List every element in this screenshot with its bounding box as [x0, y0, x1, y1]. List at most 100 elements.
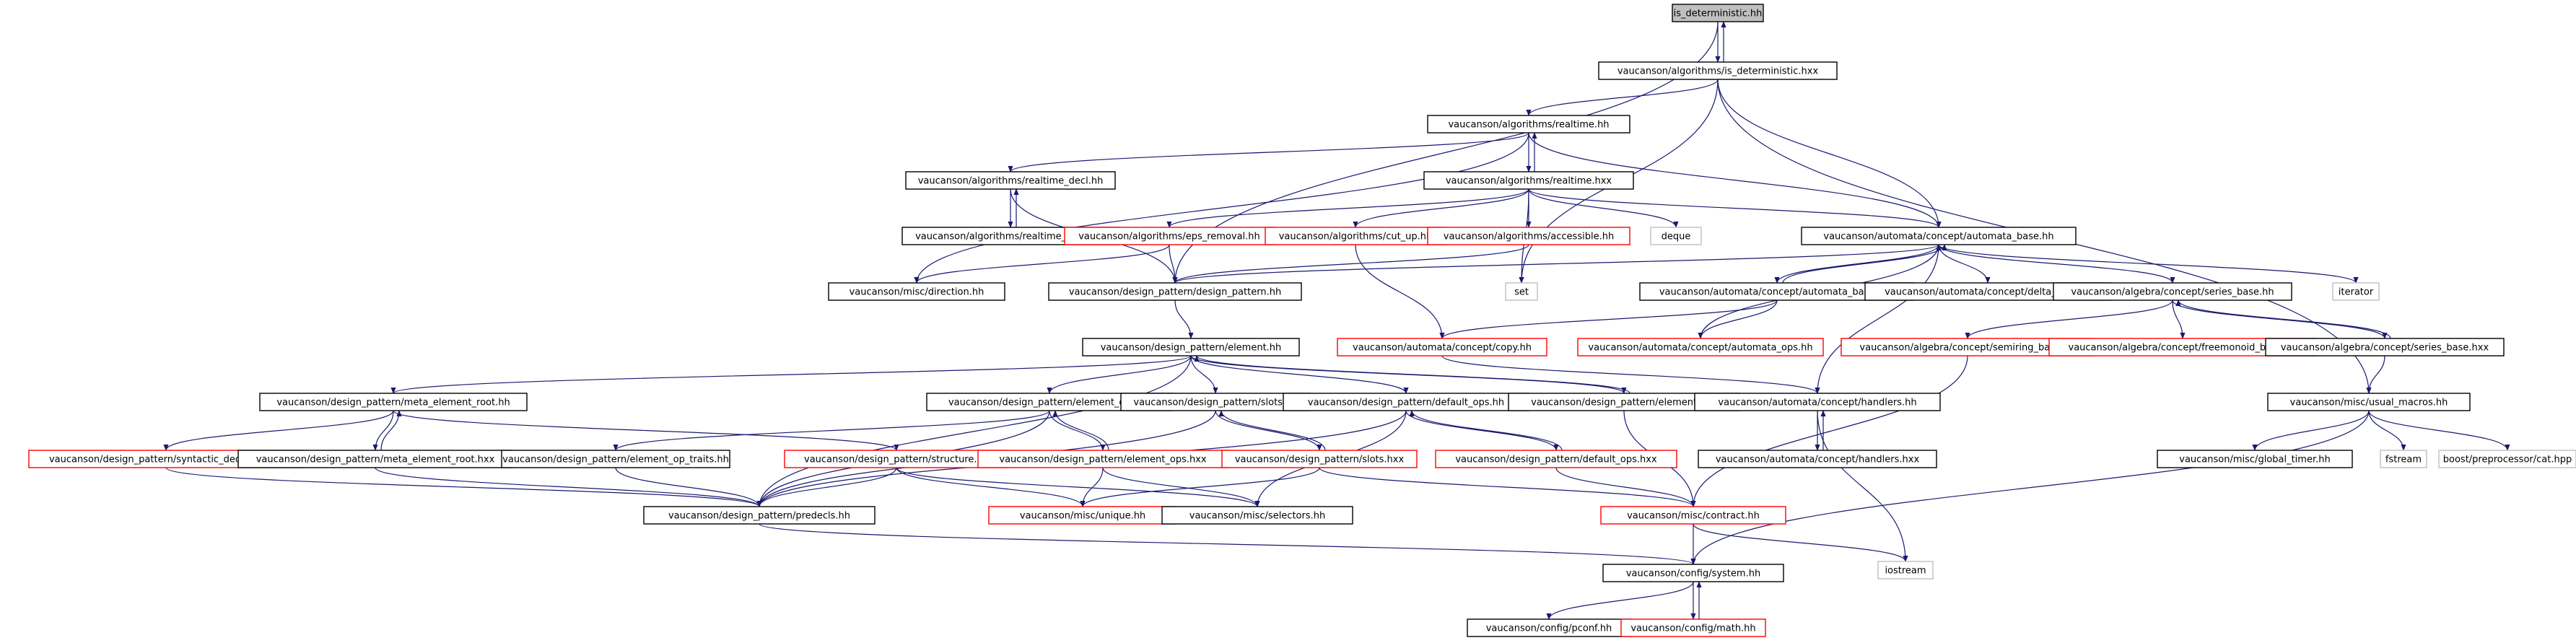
edge-automata-base-hh-to-handlers-hh — [1815, 244, 1939, 394]
graph-node-contract[interactable]: vaucanson/misc/contract.hh — [1600, 506, 1786, 525]
graph-node-set: set — [1505, 282, 1538, 301]
graph-node-system[interactable]: vaucanson/config/system.hh — [1602, 564, 1784, 582]
graph-node-slots-hxx[interactable]: vaucanson/design_pattern/slots.hxx — [1221, 450, 1418, 468]
node-box — [2265, 338, 2505, 357]
edge-automata-base-hxx-to-automata-ops — [1698, 299, 1778, 339]
graph-node-default-ops-hh[interactable]: vaucanson/design_pattern/default_ops.hh — [1283, 393, 1529, 411]
graph-node-math[interactable]: vaucanson/config/math.hh — [1620, 618, 1766, 637]
graph-node-usual-macros[interactable]: vaucanson/misc/usual_macros.hh — [2267, 393, 2471, 411]
graph-node-realtime-hh[interactable]: vaucanson/algorithms/realtime.hh — [1427, 115, 1630, 134]
node-label: vaucanson/automata/concept/handlers.hxx — [1716, 455, 1920, 465]
node-box — [1698, 450, 1937, 468]
node-label: vaucanson/design_pattern/default_ops.hxx — [1455, 455, 1657, 465]
edge-usual-macros-to-fstream — [2368, 410, 2406, 451]
edge-realtime-hxx-to-deque — [1528, 188, 1679, 228]
node-box — [784, 450, 1009, 468]
graph-node-pconf[interactable]: vaucanson/config/pconf.hh — [1467, 618, 1631, 637]
node-label: vaucanson/design_pattern/element_ops.hh — [948, 398, 1151, 408]
node-box — [2438, 450, 2576, 468]
graph-node-root[interactable]: is_deterministic.hh — [1672, 4, 1764, 22]
graph-node-handlers-hh[interactable]: vaucanson/automata/concept/handlers.hh — [1694, 393, 1941, 411]
edge-isdet-hxx-to-realtime-hh — [1526, 79, 1719, 116]
node-box — [905, 171, 1116, 190]
graph-node-realtime-decl-hh[interactable]: vaucanson/algorithms/realtime_decl.hh — [905, 171, 1116, 190]
edge-meta-root-hxx-to-predecls — [375, 467, 762, 507]
node-label: vaucanson/algorithms/realtime_decl.hxx — [915, 232, 1106, 242]
edge-automata-base-hh-to-series-base-hh — [1938, 244, 2175, 284]
node-label: deque — [1662, 232, 1691, 242]
graph-node-automata-base-hh[interactable]: vaucanson/automata/concept/automata_base… — [1801, 227, 2077, 245]
node-box — [1620, 618, 1766, 637]
node-label: vaucanson/misc/global_timer.hh — [2179, 455, 2330, 465]
graph-node-automata-ops[interactable]: vaucanson/automata/concept/automata_ops.… — [1577, 338, 1824, 357]
node-label: is_deterministic.hh — [1674, 9, 1763, 19]
edge-series-base-hh-to-semiring-base — [1965, 299, 2173, 339]
node-label: vaucanson/misc/unique.hh — [1020, 511, 1145, 522]
graph-node-series-base-hxx[interactable]: vaucanson/algebra/concept/series_base.hx… — [2265, 338, 2505, 357]
graph-node-default-ops-hxx[interactable]: vaucanson/design_pattern/default_ops.hxx — [1435, 450, 1677, 468]
node-label: vaucanson/design_pattern/slots.hxx — [1235, 455, 1405, 465]
node-label: vaucanson/config/pconf.hh — [1486, 624, 1612, 634]
node-label: vaucanson/design_pattern/meta_element_ro… — [276, 398, 510, 408]
node-box — [1801, 227, 2077, 245]
graph-node-meta-root-hxx[interactable]: vaucanson/design_pattern/meta_element_ro… — [237, 450, 513, 468]
edge-automata-base-hxx-to-automata-base-hh — [1782, 244, 1947, 284]
edge-element-ops-hh-to-elem-op-traits — [613, 410, 1050, 451]
node-label: vaucanson/design_pattern/element.hxx — [1531, 398, 1717, 408]
edge-usual-macros-to-system — [1690, 410, 2370, 565]
node-box — [1082, 338, 1300, 357]
graph-node-iostream: iostream — [1877, 561, 1934, 579]
node-label: vaucanson/design_pattern/element_op_trai… — [502, 455, 729, 465]
edge-elem-op-traits-to-predecls — [615, 467, 762, 507]
node-label: iostream — [1885, 566, 1926, 577]
node-label: vaucanson/config/math.hh — [1630, 624, 1755, 634]
edge-structure-to-unique — [896, 467, 1086, 507]
graph-node-design-pattern-hh[interactable]: vaucanson/design_pattern/design_pattern.… — [1048, 282, 1302, 301]
graph-node-eps-removal[interactable]: vaucanson/algorithms/eps_removal.hh — [1064, 227, 1275, 245]
graph-node-deque: deque — [1650, 227, 1702, 245]
node-box — [1064, 227, 1275, 245]
graph-node-accessible[interactable]: vaucanson/algorithms/accessible.hh — [1427, 227, 1630, 245]
edge-cut-up-to-copy — [1355, 244, 1445, 339]
node-label: vaucanson/design_pattern/element.hh — [1101, 343, 1282, 354]
edge-usual-macros-to-boost-cat — [2368, 410, 2510, 451]
graph-node-cut-up[interactable]: vaucanson/algorithms/cut_up.hh — [1265, 227, 1446, 245]
graph-node-copy[interactable]: vaucanson/automata/concept/copy.hh — [1337, 338, 1547, 357]
edge-handlers-hh-to-iostream — [1817, 410, 1908, 562]
node-box — [1505, 282, 1538, 301]
graph-node-selectors[interactable]: vaucanson/misc/selectors.hh — [1161, 506, 1353, 525]
node-label: vaucanson/design_pattern/structure.hh — [804, 455, 989, 465]
graph-node-handlers-hxx[interactable]: vaucanson/automata/concept/handlers.hxx — [1698, 450, 1937, 468]
node-box — [1600, 506, 1786, 525]
graph-node-element-hh[interactable]: vaucanson/design_pattern/element.hh — [1082, 338, 1300, 357]
node-label: vaucanson/algorithms/realtime_decl.hh — [918, 176, 1104, 187]
graph-node-elem-op-traits[interactable]: vaucanson/design_pattern/element_op_trai… — [501, 450, 730, 468]
graph-node-direction[interactable]: vaucanson/misc/direction.hh — [828, 282, 1005, 301]
edge-contract-to-iostream — [1693, 523, 1908, 562]
graph-node-slots-hh[interactable]: vaucanson/design_pattern/slots.hh — [1120, 393, 1311, 411]
edge-structure-to-predecls — [756, 467, 897, 507]
graph-node-iterator: iterator — [2332, 282, 2380, 301]
graph-node-realtime-hxx[interactable]: vaucanson/algorithms/realtime.hxx — [1423, 171, 1634, 190]
edge-isdet-hxx-to-automata-base-hh — [1717, 79, 1942, 228]
graph-node-global-timer[interactable]: vaucanson/misc/global_timer.hh — [2157, 450, 2353, 468]
edge-element-hh-to-slots-hh — [1190, 355, 1218, 394]
edge-element-hh-to-element-ops-hh — [1047, 355, 1192, 394]
edge-accessible-to-design-pattern-hh — [1172, 244, 1529, 284]
node-label: vaucanson/config/system.hh — [1626, 569, 1760, 579]
graph-node-predecls[interactable]: vaucanson/design_pattern/predecls.hh — [643, 506, 876, 525]
graph-node-series-base-hh[interactable]: vaucanson/algebra/concept/series_base.hh — [2053, 282, 2292, 301]
graph-node-element-ops-hxx[interactable]: vaucanson/design_pattern/element_ops.hxx — [977, 450, 1228, 468]
node-label: fstream — [2385, 455, 2422, 465]
node-label: boost/preprocessor/cat.hpp — [2443, 455, 2572, 465]
graph-node-structure[interactable]: vaucanson/design_pattern/structure.hh — [784, 450, 1009, 468]
edge-series-base-hh-to-freemonoid-base — [2172, 299, 2186, 339]
edge-copy-to-handlers-hh — [1441, 355, 1820, 394]
edge-realtime-hxx-to-eps-removal — [1166, 188, 1529, 228]
graph-node-unique[interactable]: vaucanson/misc/unique.hh — [988, 506, 1177, 525]
edge-semiring-base-to-contract — [1690, 355, 1968, 507]
graph-node-meta-root-hh[interactable]: vaucanson/design_pattern/meta_element_ro… — [259, 393, 528, 411]
graph-node-isdet-hxx[interactable]: vaucanson/algorithms/is_deterministic.hx… — [1598, 61, 1838, 80]
node-box — [1694, 393, 1941, 411]
